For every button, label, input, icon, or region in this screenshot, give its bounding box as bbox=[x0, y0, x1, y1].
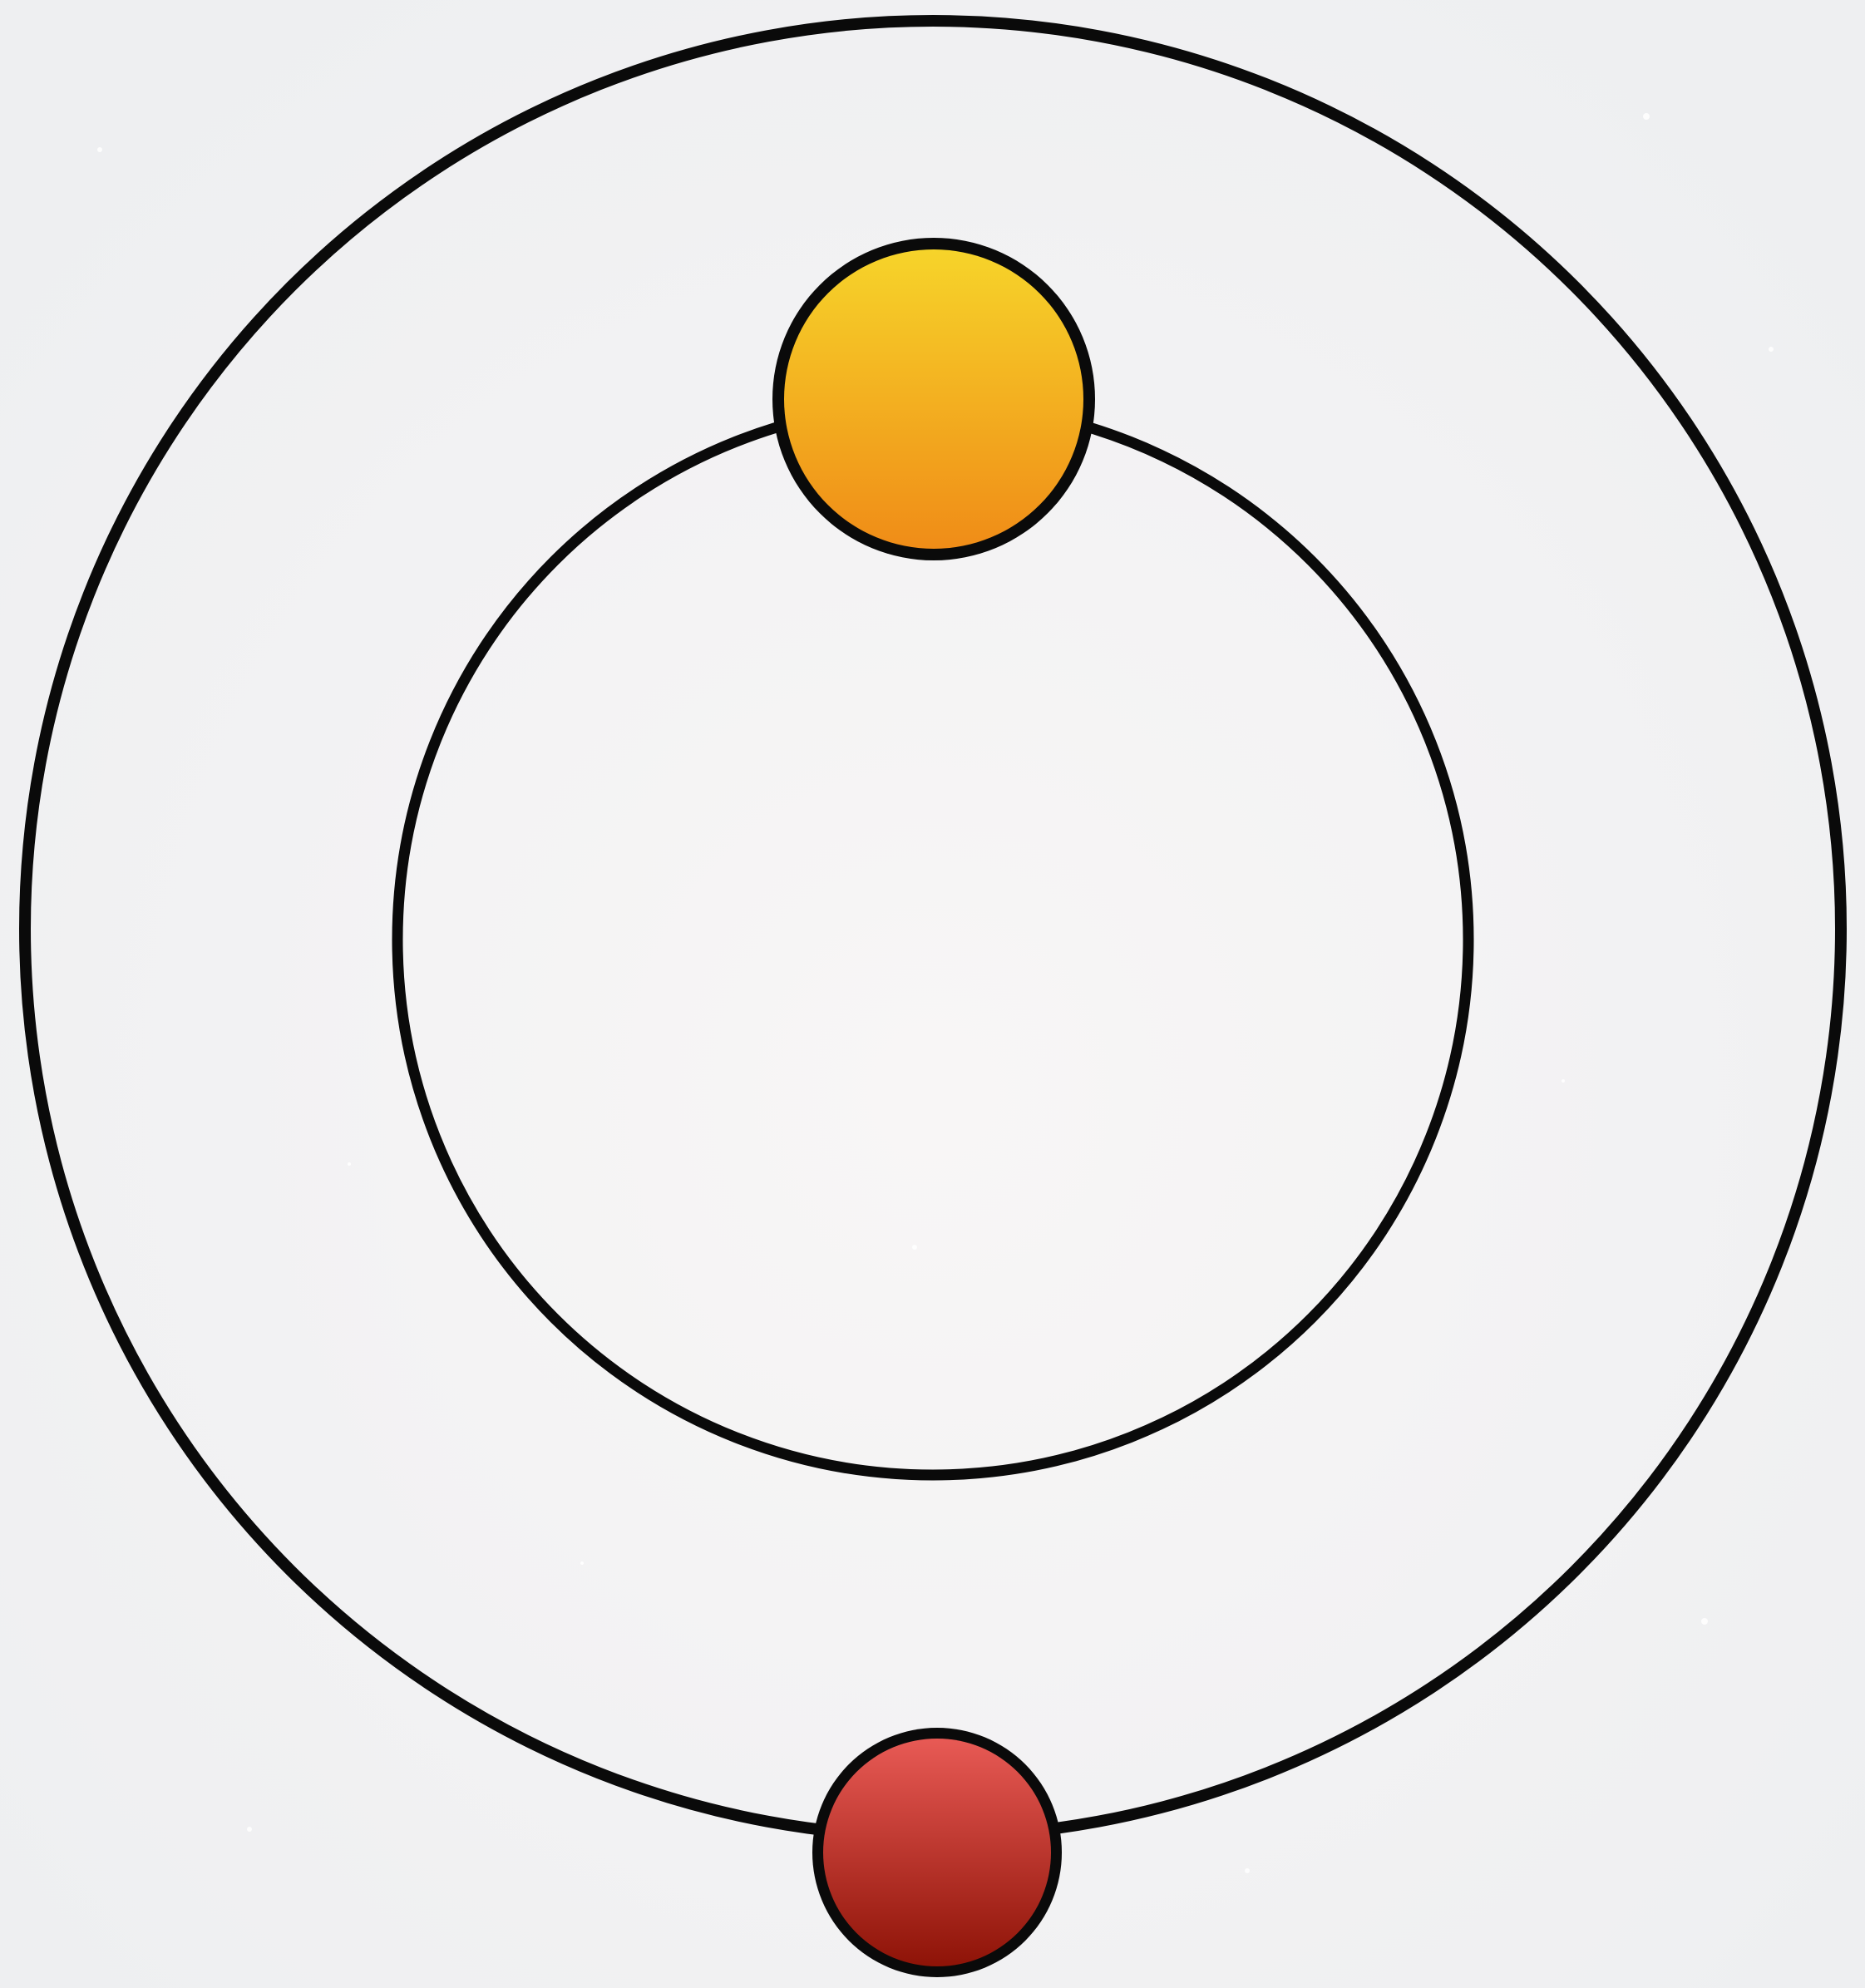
red-planet bbox=[812, 1728, 1062, 1977]
yellow-planet bbox=[772, 238, 1095, 560]
